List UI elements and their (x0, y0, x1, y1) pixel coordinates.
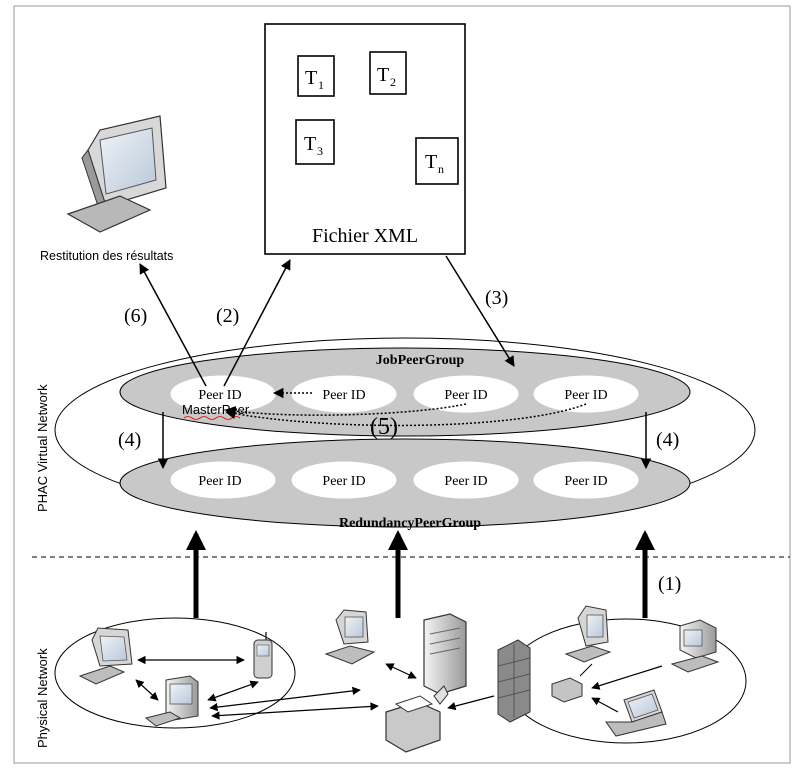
svg-text:Peer ID: Peer ID (198, 474, 241, 489)
svg-text:Peer ID: Peer ID (198, 388, 241, 403)
pc-tower-icon (144, 675, 199, 727)
mobile-phone-icon (253, 632, 273, 679)
svg-text:1: 1 (318, 78, 324, 92)
virtual-network-label: PHAC Virtual Network (35, 384, 50, 512)
link-router-monitor (579, 663, 593, 677)
arrow-step-5b (224, 403, 467, 417)
svg-text:T: T (304, 133, 316, 155)
arrow-step-2 (223, 259, 291, 387)
redundancy-peer-3: Peer ID (413, 461, 519, 499)
link-router-workstation (591, 665, 663, 690)
redundancy-peer-4: Peer ID (533, 461, 639, 499)
task-t3: T 3 (295, 119, 335, 165)
job-peer-4: Peer ID (533, 375, 639, 413)
laptop-icon (605, 689, 667, 737)
step-label-1: (1) (658, 573, 681, 595)
svg-text:n: n (438, 162, 444, 176)
step-label-5: (5) (370, 414, 398, 440)
server-icon (423, 613, 467, 695)
job-peer-1: Peer ID (170, 375, 276, 413)
outer-frame (13, 5, 791, 764)
router-icon (551, 677, 583, 703)
svg-text:Peer ID: Peer ID (322, 388, 365, 403)
redundancy-peer-2: Peer ID (291, 461, 397, 499)
link-pc-printer (211, 702, 379, 720)
xml-file-box: T 1 T 2 T 3 T n Fichier XML (264, 23, 466, 255)
task-t1: T 1 (297, 55, 335, 97)
printer-icon (385, 685, 449, 753)
task-tn: T n (415, 137, 459, 185)
step-label-2: (2) (216, 305, 239, 327)
arrow-step-6 (139, 263, 207, 387)
svg-text:Peer ID: Peer ID (322, 474, 365, 489)
remote-monitor-icon (564, 605, 612, 663)
svg-text:3: 3 (317, 144, 323, 158)
job-peer-3: Peer ID (413, 375, 519, 413)
desktop-computer-icon (78, 627, 133, 685)
monitor-icon (66, 115, 167, 233)
svg-text:Peer ID: Peer ID (564, 474, 607, 489)
step-label-6: (6) (124, 305, 147, 327)
redundancy-peer-1: Peer ID (170, 461, 276, 499)
step-label-4-right: (4) (656, 429, 679, 451)
step-label-3: (3) (485, 287, 508, 309)
link-workstation-server (385, 663, 417, 679)
link-router-laptop (591, 697, 619, 713)
svg-text:Peer ID: Peer ID (444, 474, 487, 489)
job-peer-2: Peer ID (291, 375, 397, 413)
xml-box-title: Fichier XML (312, 225, 418, 247)
svg-text:T: T (377, 64, 389, 86)
link-desktop-pc (135, 679, 159, 701)
arrow-step-5c (224, 403, 587, 427)
workstation-icon (324, 609, 376, 665)
monitor-label: Restitution des résultats (40, 249, 173, 263)
svg-text:T: T (425, 151, 437, 173)
redundancy-group-label: RedundancyPeerGroup (339, 516, 481, 531)
job-group-label: JobPeerGroup (376, 353, 465, 368)
redundancy-peer-group: Peer ID Peer ID Peer ID Peer ID Redundan… (119, 438, 691, 531)
step-label-4-left: (4) (118, 429, 141, 451)
task-t2: T 2 (369, 51, 407, 95)
svg-text:T: T (305, 67, 317, 89)
svg-text:2: 2 (390, 75, 396, 89)
physical-network-label: Physical Network (35, 648, 50, 748)
remote-workstation-icon (670, 619, 720, 673)
arrow-step-3 (445, 255, 515, 367)
firewall-icon (497, 639, 531, 723)
svg-text:Peer ID: Peer ID (564, 388, 607, 403)
job-peer-group: JobPeerGroup Peer ID Peer ID Peer ID Pee… (119, 347, 691, 437)
link-printer-firewall (447, 695, 495, 711)
svg-text:Peer ID: Peer ID (444, 388, 487, 403)
